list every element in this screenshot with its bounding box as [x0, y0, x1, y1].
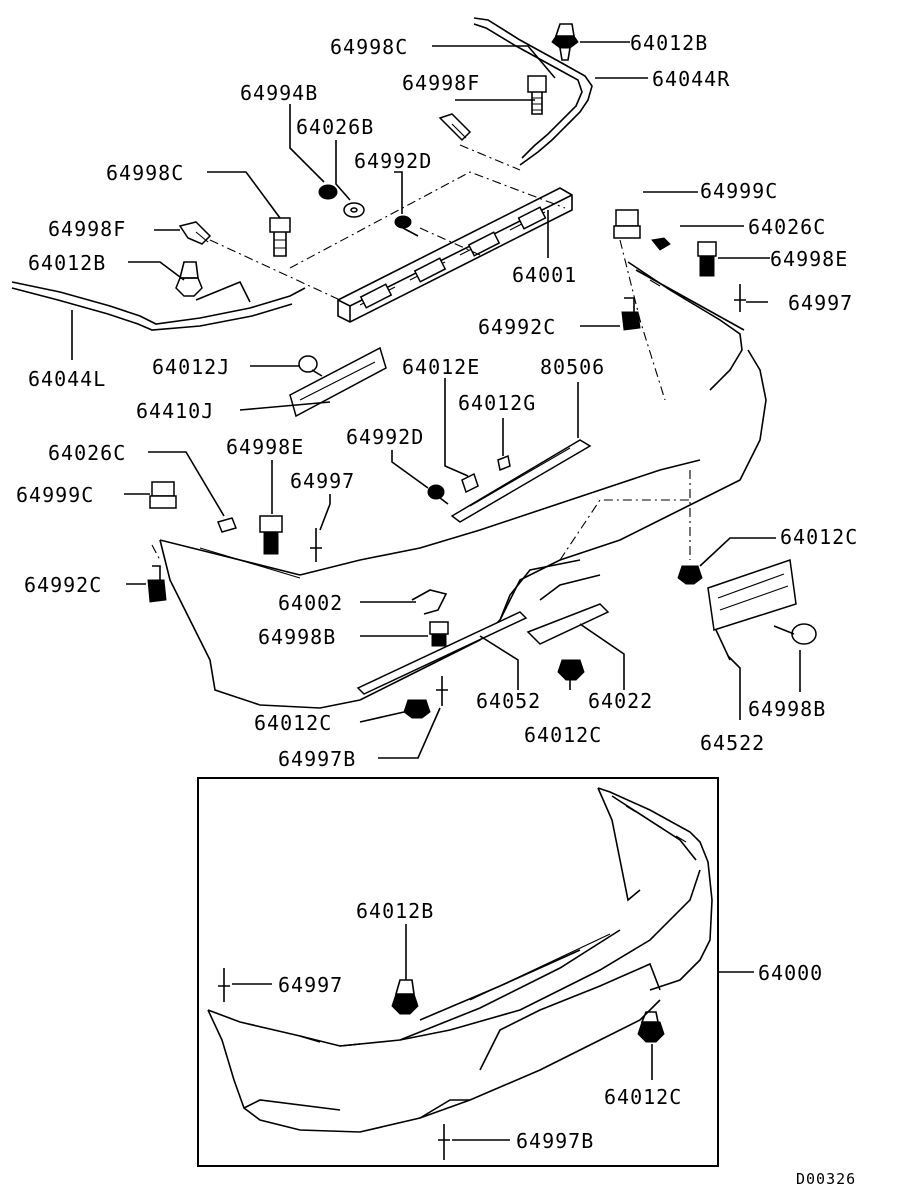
label-64022: 64022 [588, 689, 653, 713]
label-64044L: 64044L [28, 367, 106, 391]
label-64999C-right: 64999C [700, 179, 778, 203]
label-64999C-left: 64999C [16, 483, 94, 507]
label-64998C-left: 64998C [106, 161, 184, 185]
clip-64012B-top [551, 23, 579, 61]
rivet-64997B-bottom [436, 676, 448, 706]
bolt-64998E-right [697, 241, 717, 277]
label-64998F-left: 64998F [48, 217, 126, 241]
strip-80506 [450, 439, 592, 523]
strip-64052 [356, 611, 528, 695]
screw-64992C-left [147, 565, 167, 603]
label-64992C-right: 64992C [478, 315, 556, 339]
label-64052: 64052 [476, 689, 541, 713]
clip-64012G [497, 454, 511, 472]
clip-64012C-right [677, 565, 703, 585]
clip-64999C-right [613, 209, 641, 239]
panel-64410J [289, 346, 387, 418]
bolt-64998C-left [269, 217, 291, 257]
screw-64992D-mid [427, 484, 449, 505]
label-64012J: 64012J [152, 355, 230, 379]
clip-64012J [298, 355, 323, 377]
label-64044R: 64044R [652, 67, 730, 91]
label-64997-left: 64997 [290, 469, 355, 493]
clip-64012B-left [175, 261, 203, 297]
bolt-64998B-right [773, 623, 817, 645]
washer-64026B [343, 202, 365, 218]
bracket-64044R [473, 17, 593, 166]
label-64992D-mid: 64992D [346, 425, 424, 449]
clip-64012B-inset [391, 979, 419, 1015]
clip-64012E [461, 472, 479, 494]
bracket-64022 [526, 603, 610, 645]
diagram-code: D00326 [796, 1170, 856, 1187]
washer-64026C-right [651, 237, 671, 251]
label-64998E-left: 64998E [226, 435, 304, 459]
label-64000: 64000 [758, 961, 823, 985]
screw-64992D-top [394, 215, 419, 237]
label-64992C-left: 64992C [24, 573, 102, 597]
label-64012B-inset: 64012B [356, 899, 434, 923]
label-64998F-top: 64998F [402, 71, 480, 95]
bumper-cover-assembled [207, 787, 713, 1133]
label-64002: 64002 [278, 591, 343, 615]
rivet-64997-left [310, 528, 322, 562]
label-64997B-bottom: 64997B [278, 747, 356, 771]
label-64012G: 64012G [458, 391, 536, 415]
part-labels: 64998C 64012B 64044R 64998F 64994B 64026… [16, 31, 858, 1187]
clip-64999C-left [149, 481, 177, 509]
label-80506: 80506 [540, 355, 605, 379]
label-64998B-mid: 64998B [258, 625, 336, 649]
bolt-64998F-top [527, 75, 547, 115]
label-64012C-right: 64012C [780, 525, 858, 549]
label-64012B-left: 64012B [28, 251, 106, 275]
rivet-64997-inset [218, 968, 230, 1002]
bolt-64026B-area [438, 113, 472, 142]
label-64026B: 64026B [296, 115, 374, 139]
screw-64992C-right [621, 297, 641, 331]
label-64997B-inset: 64997B [516, 1129, 594, 1153]
label-64026C-right: 64026C [748, 215, 826, 239]
clip-64012C-center [557, 659, 585, 681]
leader-lines-inset [232, 924, 754, 1141]
label-64410J: 64410J [136, 399, 214, 423]
label-64998B-right: 64998B [748, 697, 826, 721]
label-64012C-bottom: 64012C [254, 711, 332, 735]
label-64012C-inset: 64012C [604, 1085, 682, 1109]
label-64012E: 64012E [402, 355, 480, 379]
label-64001: 64001 [512, 263, 577, 287]
label-64994B: 64994B [240, 81, 318, 105]
label-64026C-left: 64026C [48, 441, 126, 465]
reinforcement-64001 [337, 187, 573, 323]
bolt-64998E-left [259, 515, 283, 555]
bolt-64998F-left [178, 221, 212, 245]
label-64997-right: 64997 [788, 291, 853, 315]
nut-64994B [318, 184, 338, 200]
rivet-64997-right [734, 284, 746, 312]
label-64997-inset: 64997 [278, 973, 343, 997]
bracket-64044L [11, 281, 306, 331]
label-64012B-top: 64012B [630, 31, 708, 55]
bolt-64998B-mid [429, 621, 449, 647]
rivet-64997B-inset [438, 1124, 450, 1160]
label-64992D-top: 64992D [354, 149, 432, 173]
label-64522: 64522 [700, 731, 765, 755]
clip-64012C-inset [637, 1011, 665, 1043]
label-64998C-top: 64998C [330, 35, 408, 59]
label-64012C-center: 64012C [524, 723, 602, 747]
clip-64012C-bottom [403, 699, 431, 719]
bracket-64522 [707, 558, 797, 661]
leader-lines [71, 41, 801, 759]
bracket-64002 [411, 589, 448, 615]
label-64998E-right: 64998E [770, 247, 848, 271]
washer-64026C-left [216, 517, 238, 533]
